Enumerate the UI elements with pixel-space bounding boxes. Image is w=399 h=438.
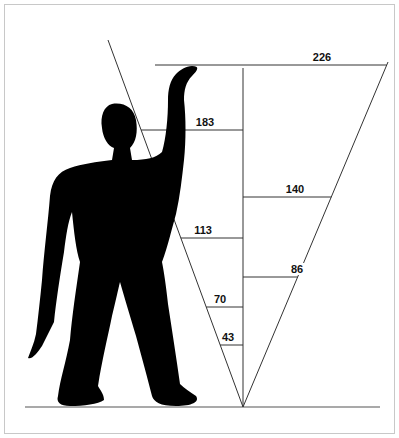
human-figure (28, 66, 197, 406)
height-number: 113 (193, 224, 213, 236)
height-number: 140 (285, 183, 305, 195)
frame (5, 5, 395, 434)
height-number: 183 (195, 116, 215, 128)
height-line (220, 345, 243, 346)
height-number: 226 (312, 51, 332, 63)
height-line (243, 277, 298, 278)
height-line (155, 65, 387, 66)
height-number: 43 (221, 331, 235, 343)
height-number: 70 (213, 293, 227, 305)
ground-line (25, 406, 380, 407)
height-line (206, 307, 243, 308)
height-line (181, 238, 243, 239)
height-number: 86 (290, 263, 304, 275)
height-line (141, 130, 243, 131)
height-line (243, 197, 331, 198)
